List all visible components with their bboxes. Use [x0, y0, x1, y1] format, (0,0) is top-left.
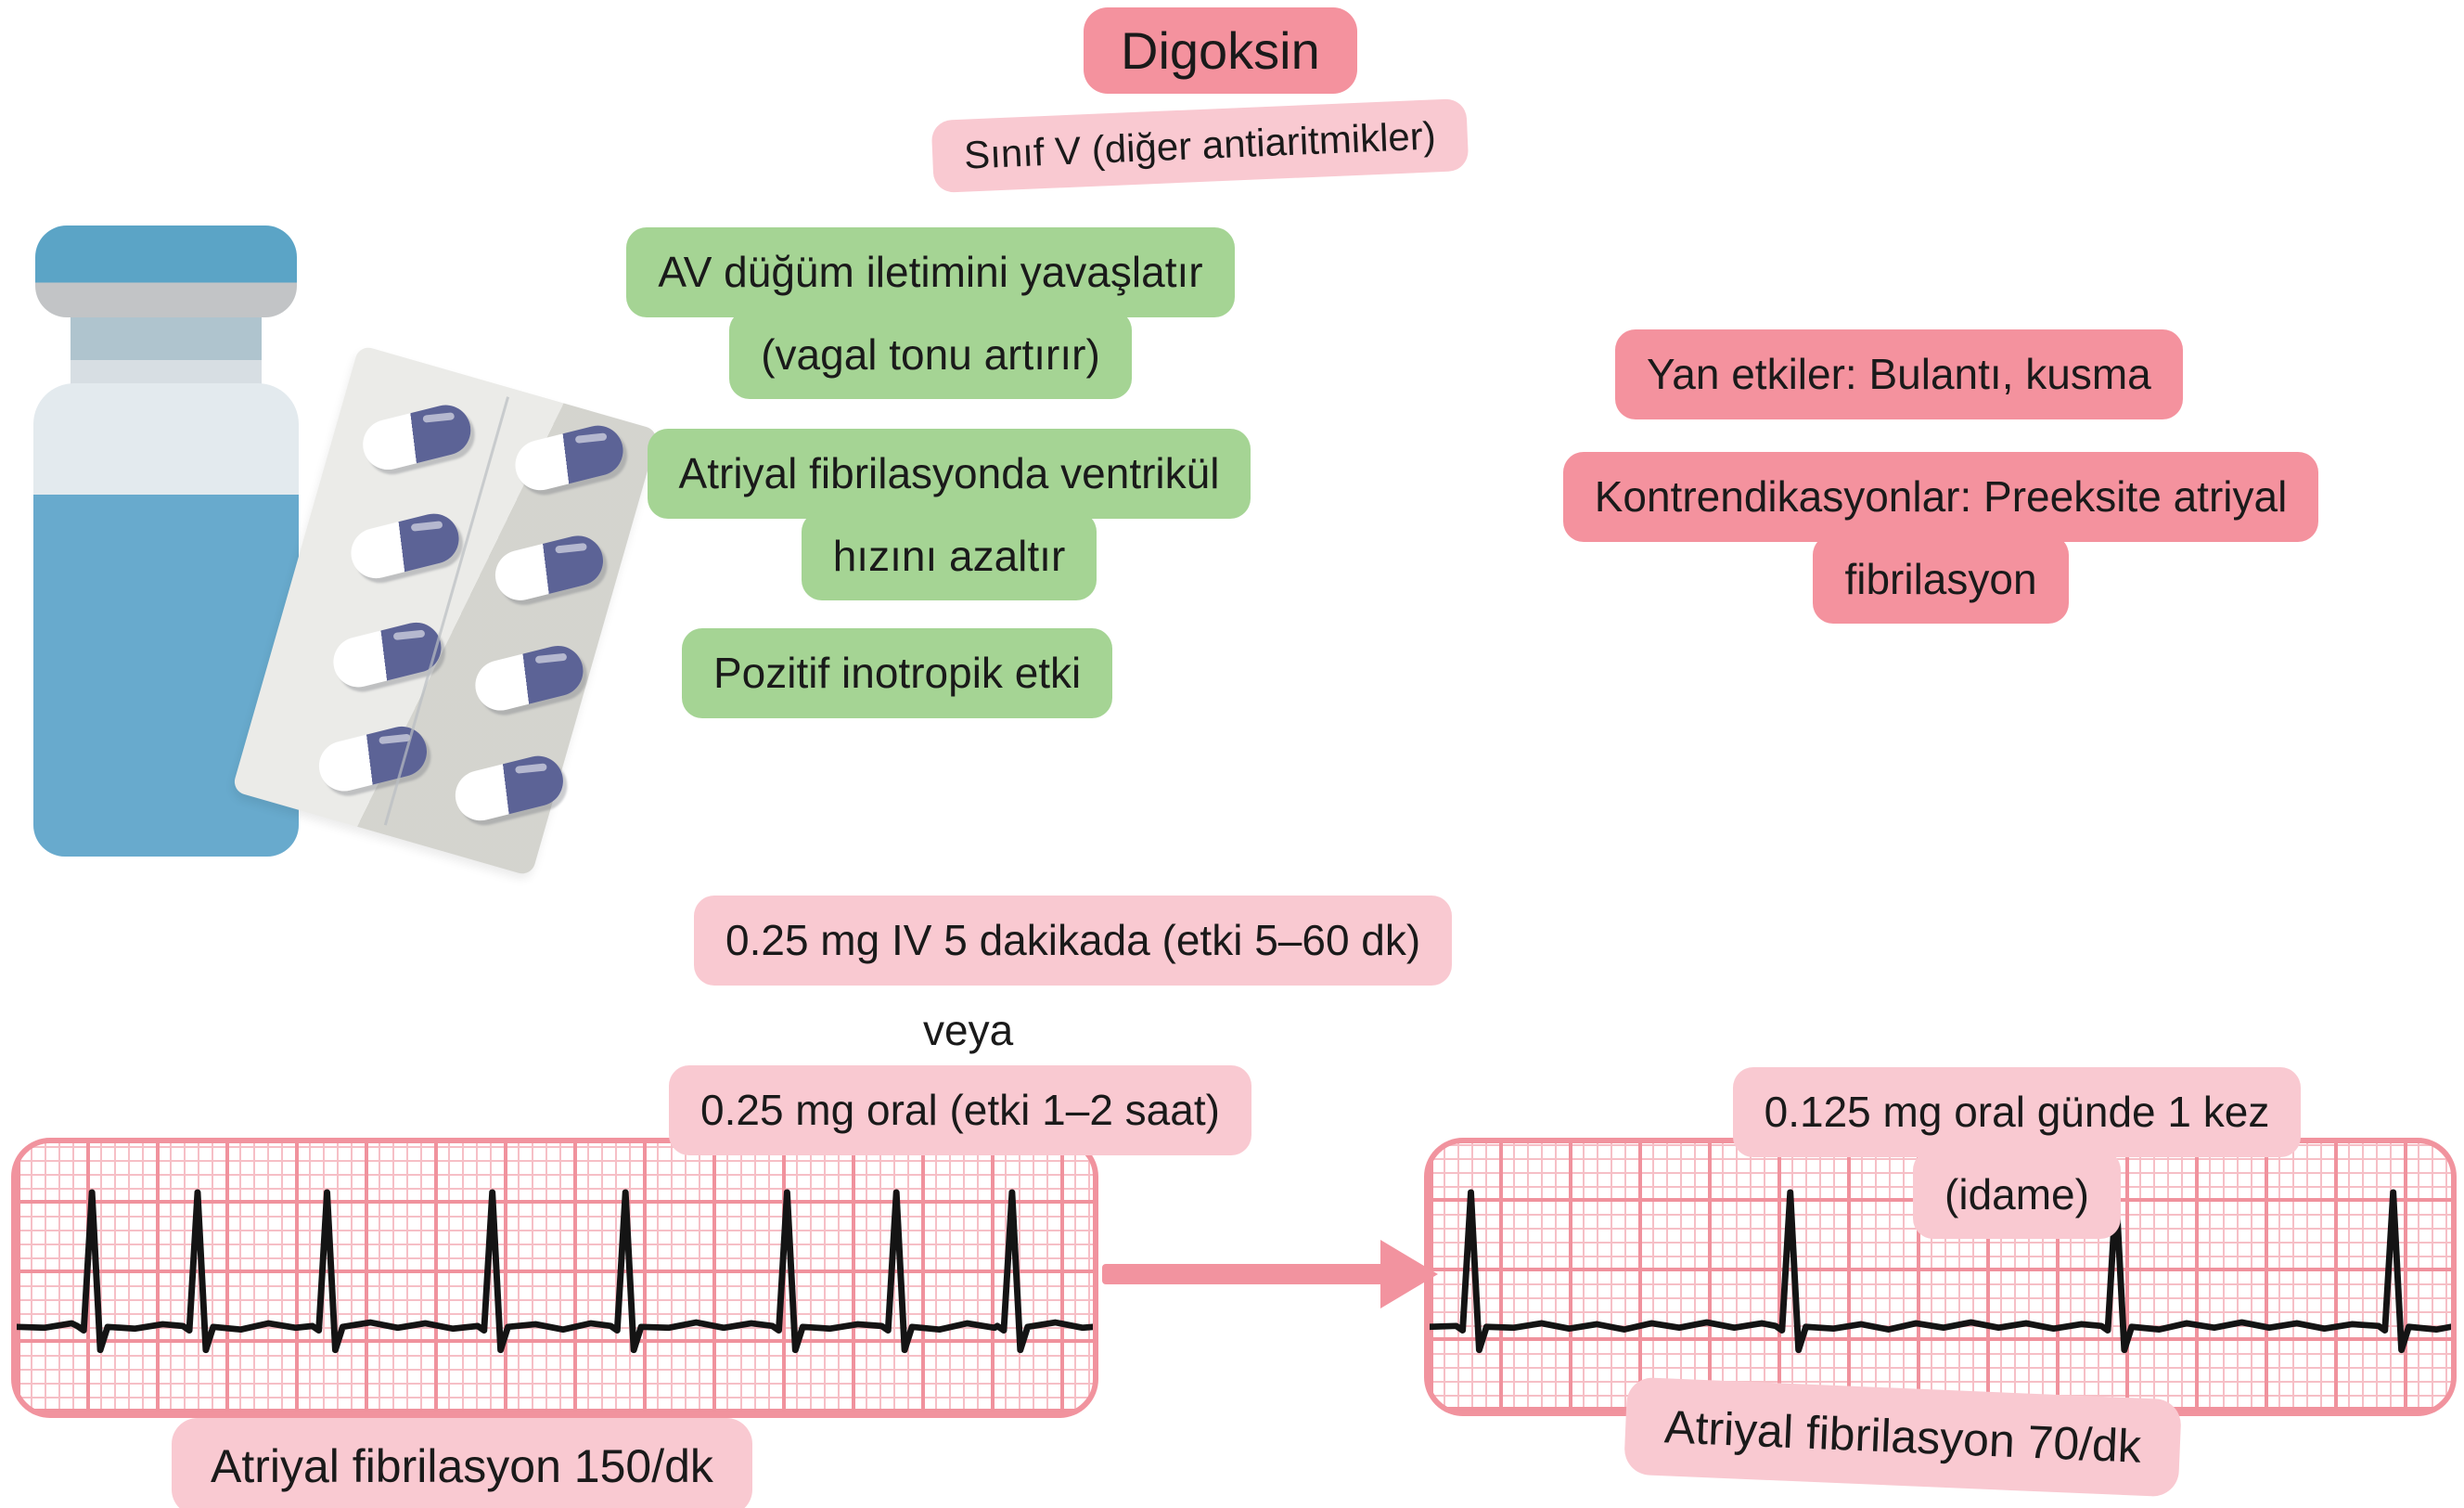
effect-line: hızını azaltır: [801, 510, 1097, 601]
effect-av-node: AV düğüm iletimini yavaşlatır (vagal ton…: [555, 227, 1306, 400]
vial-neck: [71, 317, 262, 360]
effect-line: (vagal tonu artırır): [729, 309, 1132, 400]
rhythm-label-before: Atriyal fibrilasyon 150/dk: [172, 1418, 752, 1508]
drug-class-label: Sınıf V (diğer antiaritmikler): [930, 97, 1469, 194]
capsule-icon: [450, 750, 569, 826]
dose-or-text: veya: [923, 1006, 1014, 1054]
effect-ventricular-rate: Atriyal fibrilasyonda ventrikül hızını a…: [573, 429, 1325, 601]
ecg-strip-before-treatment: [11, 1138, 1098, 1418]
capsule-icon: [327, 617, 447, 693]
warning-line: fibrilasyon: [1813, 534, 2069, 625]
effect-line: Pozitif inotropik etki: [682, 628, 1113, 718]
dose-iv-note: 0.25 mg IV 5 dakikada (etki 5–60 dk): [694, 896, 1453, 986]
dose-line: 0.125 mg oral günde 1 kez: [1732, 1067, 2302, 1157]
dose-line: (idame): [1913, 1149, 2121, 1240]
dose-line: 0.25 mg IV 5 dakikada (etki 5–60 dk): [694, 896, 1453, 986]
vial-cap: [35, 226, 297, 317]
vial-liquid: [33, 495, 299, 857]
dose-maintenance-note: 0.125 mg oral günde 1 kez (idame): [1690, 1067, 2343, 1240]
capsule-icon: [345, 508, 465, 584]
medication-vial-illustration: [33, 226, 299, 857]
contraindications-note: Kontrendikasyonlar: Preeksite atriyal fi…: [1477, 452, 2405, 625]
dose-oral-note: 0.25 mg oral (etki 1–2 saat): [669, 1065, 1251, 1155]
vial-neck-glass: [71, 360, 262, 386]
right-arrow-icon: [1380, 1240, 1438, 1308]
capsule-icon: [314, 721, 432, 797]
capsule-icon: [469, 640, 589, 716]
ecg-trace-150: [17, 1189, 1093, 1354]
warning-line: Kontrendikasyonlar: Preeksite atriyal: [1562, 452, 2319, 542]
warning-line: Yan etkiler: Bulantı, kusma: [1615, 329, 2183, 419]
side-effects-note: Yan etkiler: Bulantı, kusma: [1615, 329, 2183, 419]
dose-line: 0.25 mg oral (etki 1–2 saat): [669, 1065, 1251, 1155]
effect-inotropic: Pozitif inotropik etki: [682, 628, 1113, 718]
ecg-trace-70: [1430, 1189, 2451, 1354]
transition-arrow-shaft: [1102, 1264, 1388, 1284]
drug-title: Digoksin: [1084, 7, 1357, 94]
effect-line: AV düğüm iletimini yavaşlatır: [626, 227, 1235, 317]
effect-line: Atriyal fibrilasyonda ventrikül: [647, 429, 1251, 519]
capsule-icon: [357, 399, 477, 475]
rhythm-label-line: Atriyal fibrilasyon 150/dk: [172, 1418, 752, 1508]
